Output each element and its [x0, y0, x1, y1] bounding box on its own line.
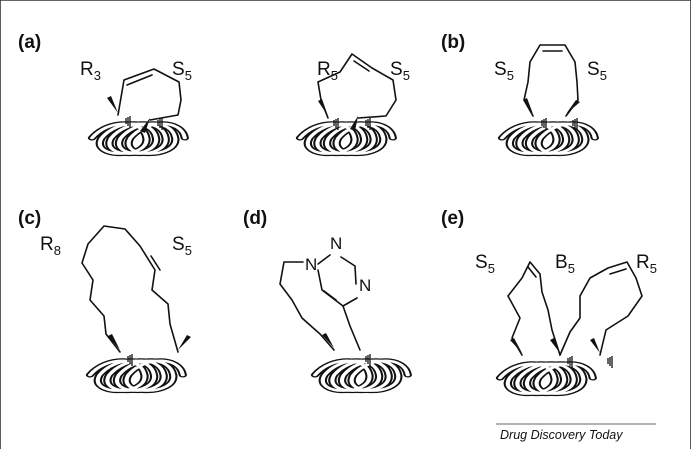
svg-text:S5: S5 [172, 234, 192, 258]
methyl-wedge [550, 338, 560, 353]
residue-c-left-letter: R [40, 234, 54, 255]
triazole-ring [317, 254, 358, 307]
panel-e-label: (e) [441, 208, 464, 229]
journal-credit: Drug Discovery Today [500, 428, 623, 442]
residue-e-mid-sub: 5 [568, 261, 575, 276]
panel-d: (d) N N N [243, 208, 408, 391]
svg-text:B5: B5 [555, 252, 575, 276]
residue-a2-left-sub: 5 [331, 68, 338, 83]
methyl-hash [333, 118, 371, 130]
panel-b: (b) S5 S5 [441, 32, 607, 154]
methyl-hash [541, 118, 578, 130]
double-bond [323, 290, 337, 301]
staple-chain [507, 261, 561, 356]
panel-c-label: (c) [18, 208, 41, 229]
svg-text:R8: R8 [40, 234, 61, 258]
methyl-hash [125, 116, 163, 130]
helix-coil [502, 124, 595, 154]
residue-a2-right-letter: S [390, 59, 403, 80]
residue-e-mid-letter: B [555, 252, 568, 273]
residue-a1-left-sub: 3 [94, 68, 101, 83]
double-bond [609, 268, 627, 275]
residue-a1-right-letter: S [172, 59, 185, 80]
methyl-wedge [107, 96, 118, 113]
residue-a2-right-sub: 5 [403, 68, 410, 83]
residue-a1-left-letter: R [80, 59, 94, 80]
svg-text:S5: S5 [587, 59, 607, 83]
residue-b-right-sub: 5 [600, 68, 607, 83]
methyl-wedge [523, 98, 533, 114]
panel-e: (e) S5 B5 R5 [441, 208, 657, 394]
svg-text:S5: S5 [494, 59, 514, 83]
panel-d-label: (d) [243, 208, 267, 229]
methyl-hash [365, 354, 371, 366]
svg-text:S5: S5 [390, 59, 410, 83]
staple-chain [117, 68, 182, 121]
double-bond [150, 255, 161, 271]
residue-e-left-letter: S [475, 252, 488, 273]
svg-text:S5: S5 [475, 252, 495, 276]
residue-a1-right-sub: 5 [185, 68, 192, 83]
svg-text:R5: R5 [317, 59, 338, 83]
methyl-wedge [318, 99, 328, 116]
triazole-atom-n1: N [305, 255, 317, 274]
triazole-atom-n3: N [359, 276, 371, 295]
double-bond [353, 60, 370, 72]
staple-chain [523, 44, 579, 117]
methyl-wedge [590, 338, 600, 353]
staple-chain [279, 261, 335, 351]
staple-chain [342, 305, 361, 351]
residue-c-left-sub: 8 [54, 243, 61, 258]
triazole-atom-n2: N [330, 234, 342, 253]
methyl-wedge [566, 100, 580, 114]
methyl-wedge [108, 334, 120, 350]
residue-c-right-letter: S [172, 234, 185, 255]
residue-a2-left-letter: R [317, 59, 331, 80]
double-bond [527, 266, 537, 278]
methyl-wedge [350, 116, 358, 131]
residue-e-left-sub: 5 [488, 261, 495, 276]
staple-chain [81, 225, 179, 353]
residue-b-right-letter: S [587, 59, 600, 80]
residue-b-left-sub: 5 [507, 68, 514, 83]
svg-text:R5: R5 [636, 252, 657, 276]
panel-b-label: (b) [441, 32, 465, 53]
staple-chain [559, 261, 643, 356]
panel-a-label: (a) [18, 32, 41, 53]
methyl-wedge [178, 335, 191, 350]
helix-coil [90, 361, 183, 391]
staple-chain [317, 53, 397, 119]
svg-text:R3: R3 [80, 59, 101, 83]
svg-text:S5: S5 [172, 59, 192, 83]
panel-a-right: R5 S5 [300, 53, 410, 154]
helix-coil [92, 124, 185, 154]
panel-c: (c) R8 S5 [18, 208, 192, 391]
methyl-hash [567, 356, 613, 368]
helix-coil [500, 364, 593, 394]
methyl-wedge [140, 118, 150, 133]
panel-a-left: (a) R3 S5 [18, 32, 192, 154]
helix-coil [300, 124, 393, 154]
methyl-wedge [322, 333, 334, 348]
residue-e-right-sub: 5 [650, 261, 657, 276]
methyl-hash [127, 354, 133, 366]
residue-c-right-sub: 5 [185, 243, 192, 258]
residue-e-right-letter: R [636, 252, 650, 273]
double-bond [126, 74, 153, 86]
helix-coil [315, 361, 408, 391]
methyl-wedge [510, 338, 522, 353]
residue-b-left-letter: S [494, 59, 507, 80]
